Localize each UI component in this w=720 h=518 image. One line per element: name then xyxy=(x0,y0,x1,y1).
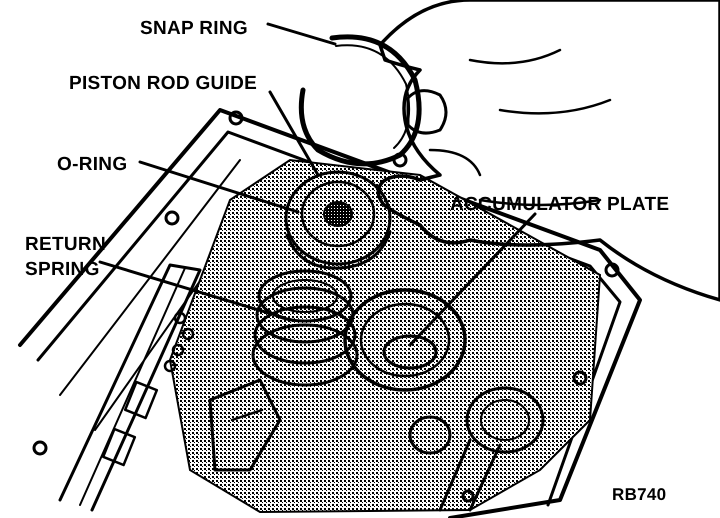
separator-plate xyxy=(58,263,202,512)
leader-lines xyxy=(98,22,537,347)
label-snap-ring: SNAP RING xyxy=(140,18,248,39)
hand xyxy=(376,0,720,302)
label-return-spring-line1: RETURN xyxy=(25,234,106,255)
label-piston-rod-guide: PISTON ROD GUIDE xyxy=(69,73,257,94)
lower-bore xyxy=(408,386,545,512)
lever-assembly xyxy=(208,378,282,472)
label-accumulator-plate: ACCUMULATOR PLATE xyxy=(450,194,669,215)
snap-ring xyxy=(298,34,422,167)
label-return-spring-line2: SPRING xyxy=(25,259,100,280)
label-o-ring: O-RING xyxy=(57,154,127,175)
piston-rod-guide xyxy=(284,170,392,270)
figure-reference: RB740 xyxy=(612,485,666,504)
accumulator-plate xyxy=(343,288,467,392)
